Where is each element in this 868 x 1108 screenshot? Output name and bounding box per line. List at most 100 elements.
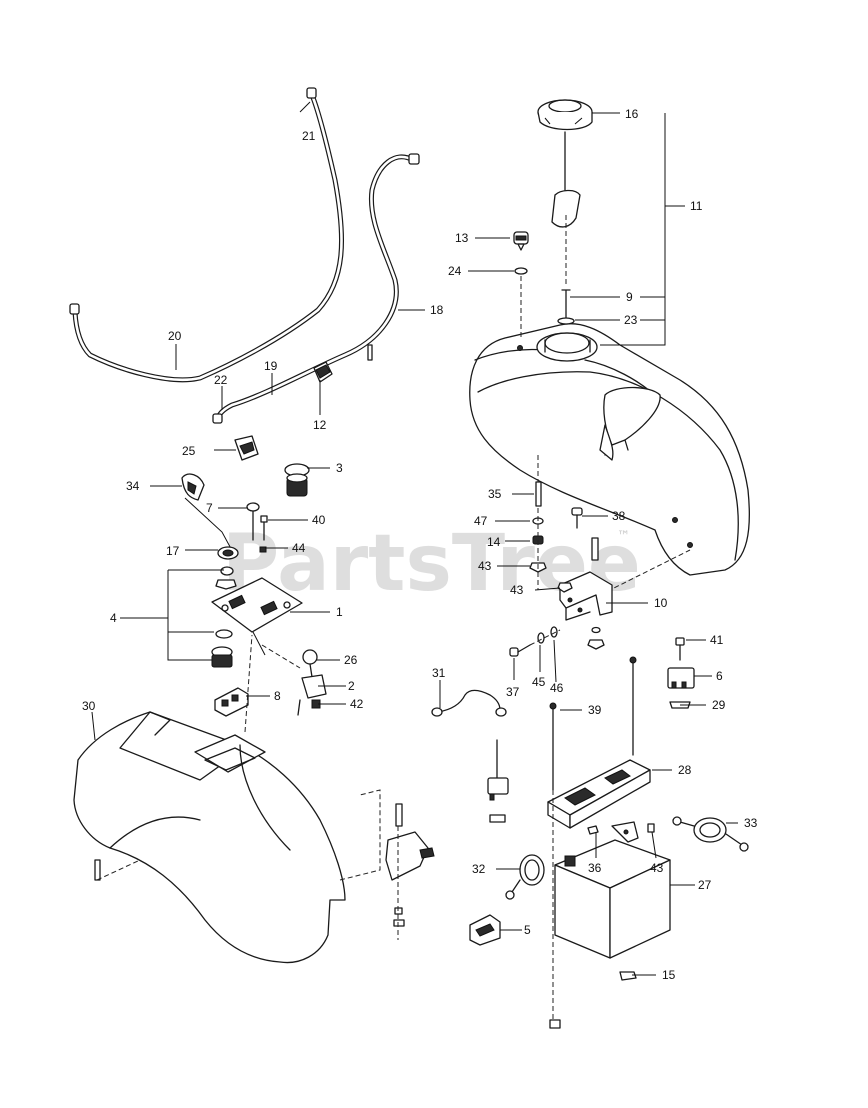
callout-15: 15 bbox=[662, 968, 676, 982]
sender-9[interactable] bbox=[561, 289, 571, 323]
nut-44[interactable] bbox=[259, 546, 267, 553]
bolt-37[interactable] bbox=[509, 644, 531, 657]
pin-fender bbox=[94, 859, 101, 881]
fuel-filter-12[interactable] bbox=[313, 361, 333, 383]
nut-43-b[interactable] bbox=[557, 582, 573, 593]
callout-10: 10 bbox=[654, 596, 668, 610]
callout-13: 13 bbox=[455, 231, 469, 245]
callout-32: 32 bbox=[472, 862, 486, 876]
throttle-lever-2[interactable] bbox=[297, 649, 327, 716]
nut-4 bbox=[215, 579, 237, 590]
nut-42[interactable] bbox=[311, 699, 321, 709]
screw-41[interactable] bbox=[675, 637, 685, 661]
callout-25: 25 bbox=[182, 444, 196, 458]
callout-24: 24 bbox=[448, 264, 462, 278]
spacer-pin bbox=[591, 537, 599, 561]
callout-20: 20 bbox=[168, 329, 182, 343]
clip bbox=[549, 1019, 561, 1029]
callout-21: 21 bbox=[302, 129, 316, 143]
rod-upper bbox=[629, 656, 637, 756]
battery-27[interactable] bbox=[554, 839, 671, 959]
washer-4b bbox=[215, 629, 233, 639]
callout-2: 2 bbox=[348, 679, 355, 693]
callout-11: 11 bbox=[690, 199, 703, 213]
bushing-17[interactable] bbox=[217, 546, 239, 560]
screw-40[interactable] bbox=[260, 515, 268, 541]
gasket-23[interactable] bbox=[557, 317, 575, 325]
callout-26: 26 bbox=[344, 653, 358, 667]
battery-cable-33[interactable] bbox=[672, 816, 749, 852]
choke-knob-34[interactable] bbox=[181, 473, 205, 501]
callout-5: 5 bbox=[524, 923, 531, 937]
callout-6: 6 bbox=[716, 669, 723, 683]
callout-8: 8 bbox=[274, 689, 281, 703]
callout-30: 30 bbox=[82, 699, 96, 713]
switch-8[interactable] bbox=[214, 687, 249, 717]
callout-34: 34 bbox=[126, 479, 140, 493]
callout-22: 22 bbox=[214, 373, 228, 387]
callout-39: 39 bbox=[588, 703, 602, 717]
hose-clip bbox=[367, 344, 373, 361]
callout-36: 36 bbox=[588, 861, 602, 875]
callout-35: 35 bbox=[488, 487, 502, 501]
callout-18: 18 bbox=[430, 303, 444, 317]
battery-cable-32[interactable] bbox=[505, 854, 545, 900]
solenoid-assembly bbox=[487, 739, 509, 823]
fuel-hose-20[interactable] bbox=[69, 87, 344, 383]
callout-38: 38 bbox=[612, 509, 626, 523]
callout-27: 27 bbox=[698, 878, 712, 892]
throttle-4 bbox=[211, 646, 233, 668]
callout-37: 37 bbox=[506, 685, 520, 699]
bracket-36[interactable] bbox=[611, 821, 639, 843]
nut bbox=[587, 639, 605, 650]
callout-14: 14 bbox=[487, 535, 501, 549]
ignition-switch-3[interactable] bbox=[284, 463, 310, 497]
fender-bracket bbox=[385, 803, 435, 927]
callout-16: 16 bbox=[625, 107, 639, 121]
pin-35[interactable] bbox=[535, 481, 542, 507]
fuel-tank-11[interactable] bbox=[469, 323, 751, 576]
battery-cable-31[interactable] bbox=[431, 689, 507, 717]
control-plate-1[interactable] bbox=[211, 577, 303, 633]
grommet-24[interactable] bbox=[514, 267, 528, 275]
knob-25[interactable] bbox=[234, 435, 259, 461]
callout-43-b: 43 bbox=[510, 583, 524, 597]
callout-9: 9 bbox=[626, 290, 633, 304]
washer-46[interactable] bbox=[550, 626, 558, 638]
fuel-hose-18[interactable] bbox=[212, 153, 420, 424]
battery-tray-28[interactable] bbox=[547, 759, 651, 829]
callout-40: 40 bbox=[312, 513, 326, 527]
callout-1: 1 bbox=[336, 605, 343, 619]
callout-45: 45 bbox=[532, 675, 546, 689]
callout-42: 42 bbox=[350, 697, 364, 711]
washer-45[interactable] bbox=[537, 632, 545, 644]
washer bbox=[591, 626, 601, 634]
callout-7: 7 bbox=[206, 501, 213, 515]
bolt-38[interactable] bbox=[571, 507, 583, 529]
bracket-10[interactable] bbox=[559, 571, 613, 621]
callout-4: 4 bbox=[110, 611, 117, 625]
callout-17: 17 bbox=[166, 544, 180, 558]
callout-29: 29 bbox=[712, 698, 726, 712]
fender-30[interactable] bbox=[73, 711, 346, 964]
callout-33: 33 bbox=[744, 816, 758, 830]
watermark-trademark: ™ bbox=[617, 529, 630, 544]
callout-44: 44 bbox=[292, 541, 306, 555]
callout-46: 46 bbox=[550, 681, 564, 695]
callout-23: 23 bbox=[624, 313, 638, 327]
callout-19: 19 bbox=[264, 359, 278, 373]
callout-47: 47 bbox=[474, 514, 488, 528]
fuel-cap-16[interactable] bbox=[537, 99, 593, 228]
callout-31: 31 bbox=[432, 666, 446, 680]
rod-39[interactable] bbox=[549, 702, 557, 791]
nut-43-c[interactable] bbox=[647, 823, 655, 833]
nut-15[interactable] bbox=[619, 971, 637, 981]
relay-6[interactable] bbox=[667, 667, 695, 689]
relay-5[interactable] bbox=[469, 914, 501, 946]
callout-43-c: 43 bbox=[650, 861, 664, 875]
fuel-gauge-13[interactable] bbox=[513, 231, 529, 251]
callout-28: 28 bbox=[678, 763, 692, 777]
bolt-7[interactable] bbox=[246, 502, 260, 541]
callout-12: 12 bbox=[313, 418, 327, 432]
